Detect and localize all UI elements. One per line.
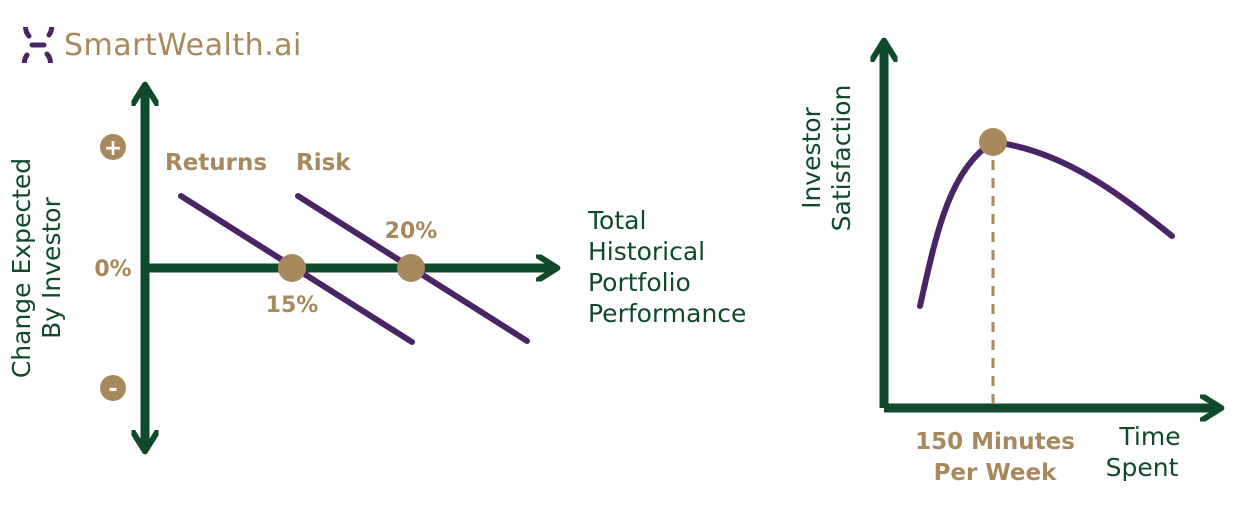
- left-y-label-line1: Change Expected: [7, 158, 36, 378]
- returns-label: Returns: [165, 150, 267, 176]
- risk-value-label: 20%: [385, 219, 438, 244]
- brand-logo: SmartWealth.ai: [20, 25, 302, 65]
- returns-value-label: 15%: [266, 293, 319, 318]
- right-y-label-line2: Satisfaction: [827, 85, 856, 232]
- minus-circle: [100, 375, 126, 401]
- satisfaction-curve: [917, 138, 1175, 309]
- right-y-label-line1: Investor: [797, 106, 826, 209]
- peak-label-line2: Per Week: [934, 460, 1058, 486]
- left-x-label-line1: Total: [587, 206, 646, 235]
- left-x-label-line4: Performance: [588, 299, 746, 328]
- right-x-label-line2: Spent: [1106, 453, 1179, 482]
- s-logo-icon: [21, 27, 55, 63]
- peak-dot: [979, 128, 1007, 156]
- left-x-label-line2: Historical: [588, 237, 705, 266]
- left-y-label-line2: By Investor: [37, 196, 66, 338]
- right-x-label-line1: Time: [1118, 422, 1180, 451]
- plus-circle: [100, 134, 126, 160]
- risk-label: Risk: [296, 150, 351, 176]
- left-y-axis-label: Change Expected By Investor: [7, 158, 66, 378]
- left-x-label-line3: Portfolio: [588, 268, 691, 297]
- right-y-axis-label: Investor Satisfaction: [797, 85, 856, 232]
- left-diagram: Change Expected By Investor + - 0% Retur…: [7, 90, 746, 446]
- returns-intersection-dot: [278, 254, 306, 282]
- right-diagram: Investor Satisfaction 150 Minutes Per We…: [797, 46, 1216, 486]
- plus-icon: +: [104, 136, 122, 161]
- left-x-axis-label: Total Historical Portfolio Performance: [587, 206, 746, 328]
- zero-percent-label: 0%: [94, 257, 131, 282]
- risk-intersection-dot: [397, 254, 425, 282]
- peak-label-line1: 150 Minutes: [915, 429, 1075, 455]
- minus-icon: -: [108, 377, 117, 402]
- brand-name: SmartWealth.ai: [64, 27, 302, 63]
